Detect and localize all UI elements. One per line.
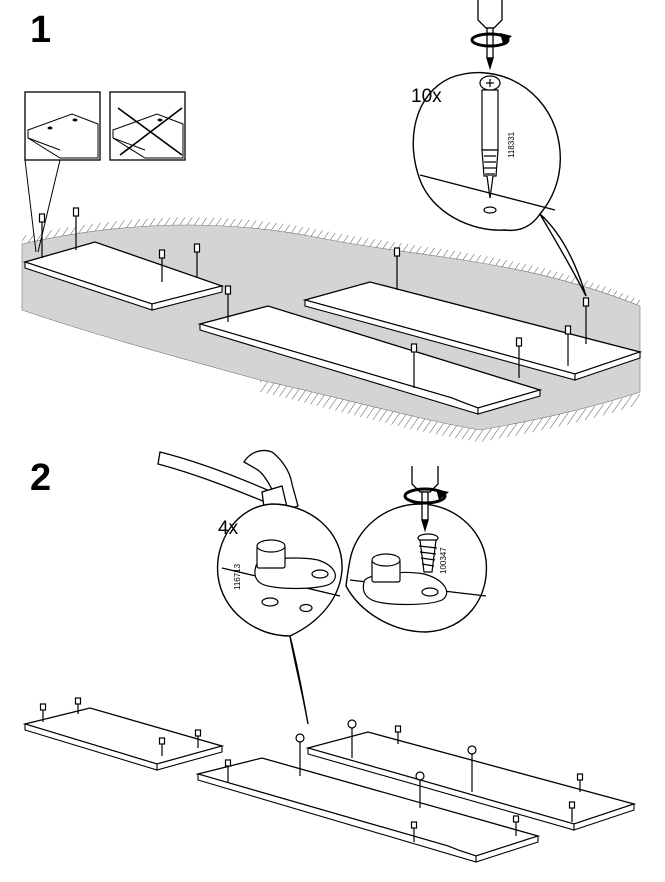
dowel-icon <box>224 759 232 782</box>
dowel-icon <box>415 771 425 808</box>
orientation-incorrect-box <box>109 91 186 161</box>
rotation-arrow-icon <box>403 487 449 505</box>
detail-circle-b: 100347 <box>345 503 488 633</box>
floor-hatch-bottom <box>260 380 640 442</box>
leader-line <box>24 159 37 253</box>
dowel-icon <box>512 815 520 836</box>
floor-hatch-top <box>22 217 640 306</box>
dowel-icon <box>564 325 572 366</box>
dowels-step-1 <box>38 207 590 388</box>
dowel-icon <box>568 801 576 822</box>
screwdriver-icon <box>411 466 439 533</box>
screw-icon <box>417 533 439 573</box>
step-1-part-code: 118331 <box>507 131 516 158</box>
dowel-icon <box>479 75 501 199</box>
step-2-part-code-left: 116713 <box>233 563 242 590</box>
dowel-icon <box>72 207 80 250</box>
panel-e <box>195 757 541 863</box>
cross-out-icon <box>117 107 183 156</box>
dowel-icon <box>393 247 401 290</box>
step-2-part-code-right: 100347 <box>439 547 448 574</box>
foot-pad-icon <box>254 539 336 613</box>
screwdriver-icon <box>477 0 503 71</box>
detail-circle-step-1: 10x 118331 <box>411 71 587 297</box>
dowels-step-2 <box>39 697 584 842</box>
dowel-icon <box>295 733 305 776</box>
dowel-icon <box>467 745 477 792</box>
panel-f <box>305 731 637 831</box>
step-2-number: 2 <box>30 457 51 499</box>
dowel-icon <box>158 249 166 282</box>
dowel-icon <box>194 729 202 748</box>
panel-a <box>22 241 225 311</box>
foot-pad-icon <box>362 553 448 606</box>
dowel-icon <box>224 285 232 322</box>
step-2: 2 4x 116713 <box>22 449 637 863</box>
dowel-icon <box>74 697 82 714</box>
panel-d <box>22 707 225 771</box>
dowel-icon <box>39 703 47 722</box>
dowel-icon <box>582 297 590 344</box>
panel-b <box>197 305 543 415</box>
dowel-icon <box>410 821 418 842</box>
orientation-correct-box <box>24 91 101 161</box>
dowel-icon <box>394 725 402 744</box>
dowel-icon <box>515 337 523 378</box>
dowel-icon <box>193 243 201 278</box>
step-2-quantity: 4x <box>218 518 239 539</box>
dowel-icon <box>576 773 584 792</box>
dowel-icon <box>347 719 357 758</box>
panel-c <box>302 281 643 381</box>
detail-circle-a: 4x 116713 <box>216 503 343 725</box>
step-1-quantity: 10x <box>411 86 442 107</box>
dowel-icon <box>410 343 418 388</box>
leader-line <box>37 159 61 253</box>
rotation-arrow-icon <box>470 32 512 48</box>
step-1: 1 <box>21 0 643 442</box>
step-1-number: 1 <box>30 9 51 51</box>
dowel-icon <box>158 737 166 756</box>
dowel-icon <box>38 213 46 258</box>
